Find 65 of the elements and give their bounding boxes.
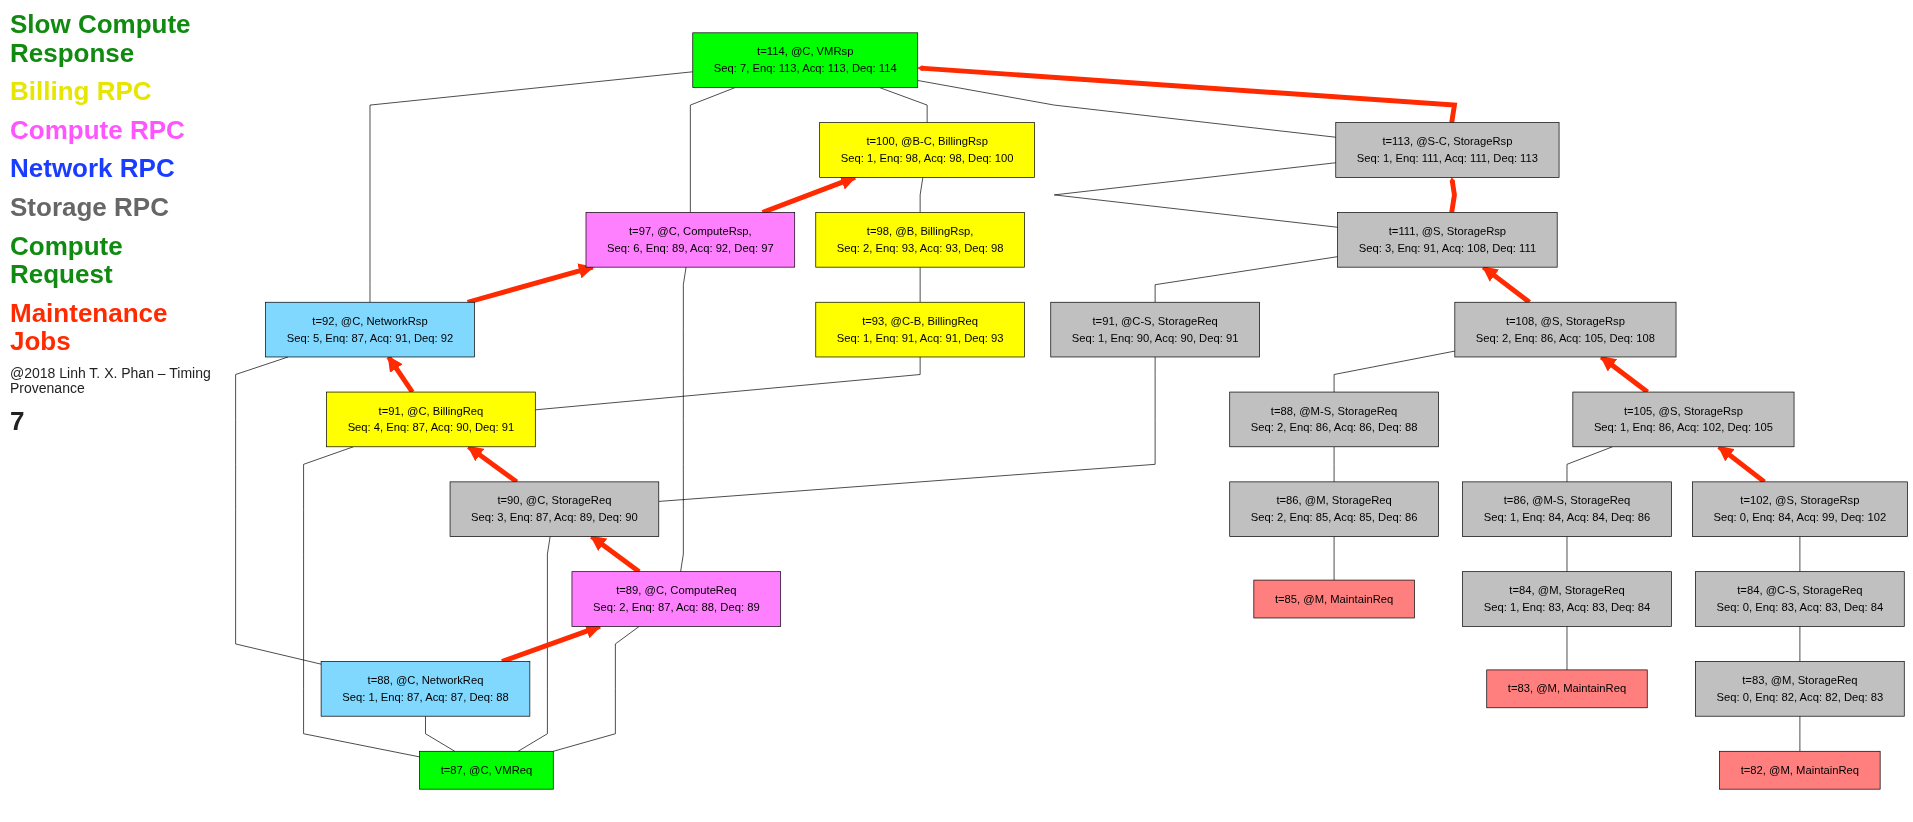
connector xyxy=(919,266,921,303)
node-box: t=97, @C, ComputeRsp, Seq: 6, Enq: 89, Acq: 92, Deq: 97 xyxy=(585,212,796,268)
node-box: t=87, @C, VMReq xyxy=(419,750,554,790)
node-box: t=93, @C-B, BillingReq Seq: 1, Enq: 91, Acq: 91, Deq: 93 xyxy=(815,301,1025,358)
connector xyxy=(680,266,687,572)
connector xyxy=(235,356,322,665)
node-box: t=92, @C, NetworkRsp Seq: 5, Enq: 87, Acq: 91, Deq: 92 xyxy=(265,301,475,358)
node-box: t=102, @S, StorageRsp Seq: 0, Enq: 84, Acq: 99, Deq: 102 xyxy=(1692,481,1908,537)
connector xyxy=(1333,446,1335,483)
node-box: t=113, @S-C, StorageRsp Seq: 1, Enq: 111, Acq: 111, Deq: 113 xyxy=(1335,122,1560,178)
node-box: t=91, @C, BillingReq Seq: 4, Enq: 87, Acq: 90, Deq: 91 xyxy=(326,391,536,448)
connector xyxy=(919,177,924,213)
node-box: t=108, @S, StorageRsp Seq: 2, Enq: 86, Acq: 105, Deq: 108 xyxy=(1454,301,1677,358)
node-box: t=98, @B, BillingRsp, Seq: 2, Enq: 93, Acq: 93, Deq: 98 xyxy=(815,212,1025,268)
node-box: t=88, @C, NetworkReq Seq: 1, Enq: 87, Acq: 87, Deq: 88 xyxy=(320,661,531,717)
node-box: t=82, @M, MaintainReq xyxy=(1719,750,1881,790)
node-box: t=83, @M, StorageReq Seq: 0, Enq: 82, Acq: 82, Deq: 83 xyxy=(1695,661,1905,717)
node-box: t=86, @M, StorageReq Seq: 2, Enq: 85, Acq: 85, Deq: 86 xyxy=(1229,481,1439,537)
connector xyxy=(517,536,551,752)
connector xyxy=(534,356,921,411)
arrow xyxy=(386,355,415,394)
node-box: t=89, @C, ComputeReq Seq: 2, Enq: 87, Acq: 88, Deq: 89 xyxy=(571,571,782,627)
group-label: Maintenance Jobs xyxy=(10,298,169,356)
node-box: t=114, @C, VMRsp Seq: 7, Enq: 113, Acq: 113, Deq: 114 xyxy=(692,32,919,88)
node-box: t=84, @C-S, StorageReq Seq: 0, Enq: 83, Acq: 83, Deq: 84 xyxy=(1695,571,1905,627)
connector xyxy=(1799,536,1801,572)
connector xyxy=(1799,715,1801,752)
group-label: Compute RPC xyxy=(10,115,186,145)
node-box: t=85, @M, MaintainReq xyxy=(1253,579,1415,619)
connector xyxy=(658,356,1156,502)
arrow xyxy=(1599,355,1649,394)
group-label: Storage RPC xyxy=(10,192,170,222)
arrow xyxy=(466,263,595,305)
group-label: Network RPC xyxy=(10,154,176,183)
node-box: t=84, @M, StorageReq Seq: 1, Enq: 83, Acq: 83, Deq: 84 xyxy=(1462,571,1672,627)
connector xyxy=(425,715,456,752)
group-label: 7 xyxy=(10,406,26,436)
connector xyxy=(917,80,1337,138)
footer-text: @2018 Linh T. X. Phan – Timing Provenance xyxy=(10,365,212,397)
connector xyxy=(690,87,736,213)
connector xyxy=(303,446,420,758)
connector xyxy=(1799,626,1801,662)
connector xyxy=(552,626,640,752)
node-box: t=100, @B-C, BillingRsp Seq: 1, Enq: 98, Acq: 98, Deq: 100 xyxy=(819,122,1035,178)
connector xyxy=(1053,162,1338,228)
node-box: t=91, @C-S, StorageReq Seq: 1, Enq: 90, Acq: 90, Deq: 91 xyxy=(1050,301,1260,358)
connector xyxy=(369,71,694,303)
node-box: t=83, @M, MaintainReq xyxy=(1486,669,1648,709)
node-box: t=90, @C, StorageReq Seq: 3, Enq: 87, Acq: 89, Deq: 90 xyxy=(449,481,660,537)
connector xyxy=(1566,536,1568,572)
arrow xyxy=(1449,177,1457,213)
node-box: t=111, @S, StorageRsp Seq: 3, Enq: 91, Acq: 108, Deq: 111 xyxy=(1337,212,1558,268)
connector xyxy=(1566,626,1568,671)
node-box: t=88, @M-S, StorageReq Seq: 2, Enq: 86, Acq: 86, Deq: 88 xyxy=(1229,391,1439,448)
group-label: Billing RPC xyxy=(10,77,153,106)
group-label: Slow Compute Response xyxy=(10,10,192,68)
connector xyxy=(1333,350,1456,393)
arrow xyxy=(917,65,1458,123)
connector xyxy=(879,87,928,123)
connector xyxy=(1566,446,1613,483)
group-label: Compute Request xyxy=(10,231,124,289)
node-box: t=105, @S, StorageRsp Seq: 1, Enq: 86, Acq: 102, Deq: 105 xyxy=(1572,391,1795,448)
connector xyxy=(1333,536,1335,581)
connector xyxy=(1154,256,1338,303)
node-box: t=86, @M-S, StorageReq Seq: 1, Enq: 84, Acq: 84, Deq: 86 xyxy=(1462,481,1672,537)
